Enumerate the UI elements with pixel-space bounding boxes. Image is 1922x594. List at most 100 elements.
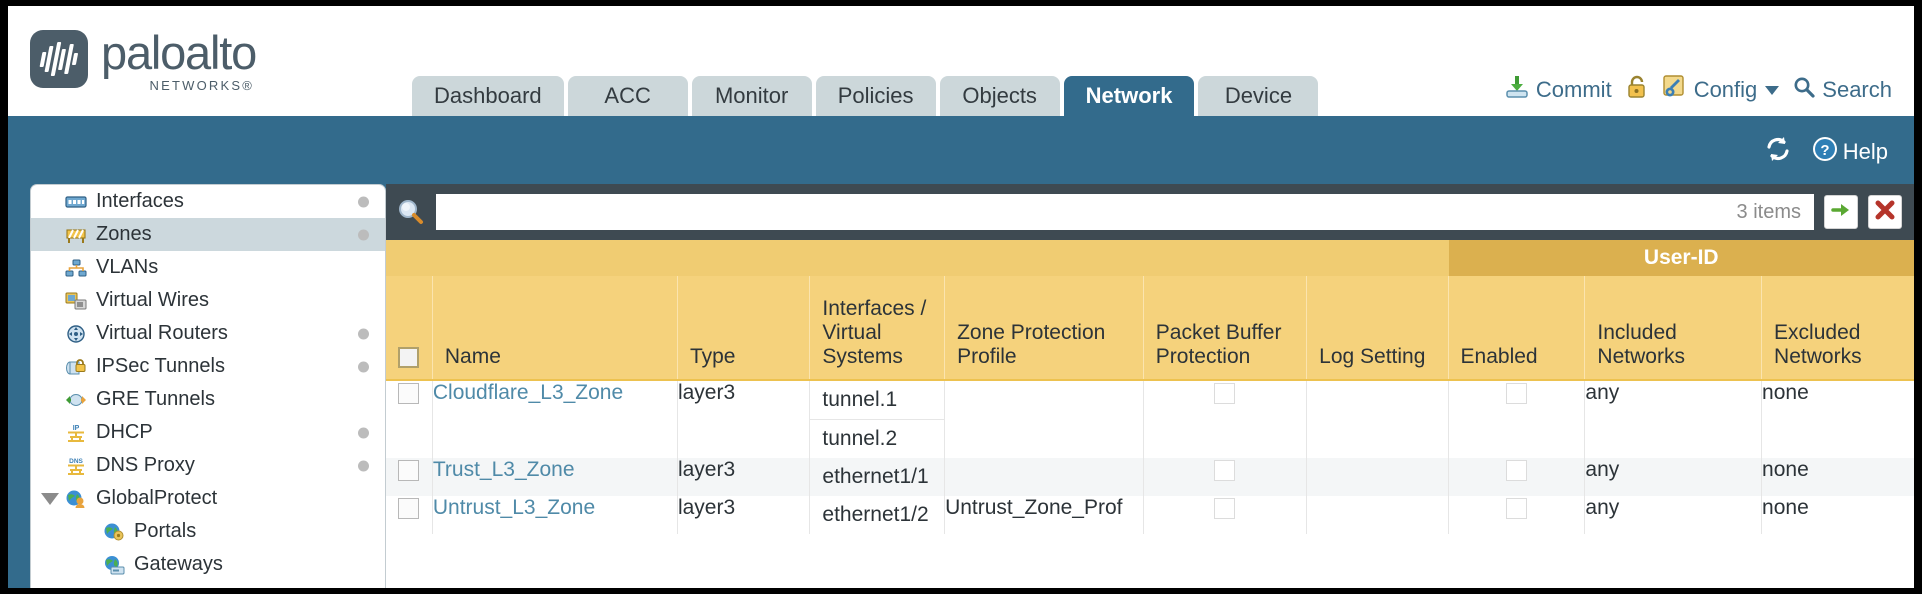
column-header-excluded-networks[interactable]: Excluded Networks xyxy=(1761,276,1914,381)
cell-log-setting xyxy=(1306,496,1449,534)
column-header-type[interactable]: Type xyxy=(676,276,810,381)
globalprotect-icon xyxy=(65,489,87,509)
utility-actions: ? Help xyxy=(1763,134,1888,169)
brand-logo[interactable]: paloalto NETWORKS® xyxy=(30,29,257,93)
config-label: Config xyxy=(1693,77,1758,102)
commit-button[interactable]: Commit xyxy=(1504,74,1612,106)
status-dot xyxy=(358,196,369,207)
help-label: Help xyxy=(1842,138,1888,164)
cell-interfaces: ethernet1/1 xyxy=(809,458,945,496)
userid-enabled-checkbox[interactable] xyxy=(1505,459,1527,481)
sidebar-item-interfaces[interactable]: Interfaces xyxy=(31,185,385,218)
tab-network[interactable]: Network xyxy=(1063,76,1195,116)
group-header-spacer xyxy=(386,240,1449,276)
sidebar-item-dhcp[interactable]: IP DHCP xyxy=(31,416,385,449)
help-button[interactable]: ? Help xyxy=(1811,135,1888,168)
sidebar-item-label: GlobalProtect xyxy=(96,487,218,509)
row-checkbox[interactable] xyxy=(398,497,420,519)
sidebar-item-vlans[interactable]: VLANs xyxy=(31,251,385,284)
commit-download-icon xyxy=(1504,74,1530,106)
search-button[interactable]: Search xyxy=(1792,75,1892,105)
interface-entry: ethernet1/2 xyxy=(822,503,929,526)
table-row[interactable]: Trust_L3_Zone layer3 ethernet1/1 xyxy=(386,458,1914,496)
cell-name: Untrust_L3_Zone xyxy=(431,496,678,534)
sidebar-item-ipsec-tunnels[interactable]: IPSec Tunnels xyxy=(31,350,385,383)
ipsec-tunnels-icon xyxy=(65,357,87,377)
sidebar-item-virtual-routers[interactable]: Virtual Routers xyxy=(31,317,385,350)
cell-zone-protection-profile xyxy=(944,380,1144,458)
row-select-cell[interactable] xyxy=(386,458,433,496)
sidebar-item-label: Interfaces xyxy=(96,190,184,212)
column-header-enabled[interactable]: Enabled xyxy=(1447,276,1585,381)
cell-packet-buffer-protection[interactable] xyxy=(1142,458,1307,496)
row-select-cell[interactable] xyxy=(386,496,433,534)
zone-link[interactable]: Trust_L3_Zone xyxy=(432,458,575,481)
cell-packet-buffer-protection[interactable] xyxy=(1142,380,1307,458)
packet-buffer-protection-checkbox[interactable] xyxy=(1214,459,1236,481)
tab-policies[interactable]: Policies xyxy=(815,76,936,116)
apply-filter-button[interactable] xyxy=(1824,195,1858,229)
row-select-cell[interactable] xyxy=(386,380,433,458)
cell-name: Trust_L3_Zone xyxy=(431,458,678,496)
cell-userid-enabled[interactable] xyxy=(1447,496,1585,534)
zone-link[interactable]: Cloudflare_L3_Zone xyxy=(432,381,624,404)
sidebar-item-gateways[interactable]: Gateways xyxy=(31,548,385,581)
sidebar-item-label: Zones xyxy=(96,223,152,245)
interfaces-icon xyxy=(65,192,87,212)
column-header-interfaces[interactable]: Interfaces / Virtual Systems xyxy=(809,276,945,381)
column-header-zone-protection-profile[interactable]: Zone Protection Profile xyxy=(944,276,1144,381)
search-magnifier-icon xyxy=(1792,75,1816,105)
column-header-included-networks[interactable]: Included Networks xyxy=(1584,276,1762,381)
search-magnifier-icon[interactable] xyxy=(396,197,426,227)
cell-userid-enabled[interactable] xyxy=(1447,458,1585,496)
cell-log-setting xyxy=(1306,380,1449,458)
userid-enabled-checkbox[interactable] xyxy=(1505,382,1527,404)
table-row[interactable]: Cloudflare_L3_Zone layer3 tunnel.1 tunne… xyxy=(386,380,1914,458)
column-header-name[interactable]: Name xyxy=(431,276,678,381)
tab-dashboard[interactable]: Dashboard xyxy=(412,76,564,116)
userid-enabled-checkbox[interactable] xyxy=(1505,497,1527,519)
config-menu[interactable]: Config xyxy=(1662,74,1780,106)
tab-acc[interactable]: ACC xyxy=(567,76,688,116)
clear-filter-button[interactable] xyxy=(1868,195,1902,229)
group-header-row: User-ID xyxy=(386,240,1914,276)
chevron-down-icon xyxy=(1765,85,1780,95)
sidebar-item-gre-tunnels[interactable]: GRE Tunnels xyxy=(31,383,385,416)
search-input[interactable]: 3 items xyxy=(436,194,1814,230)
cell-packet-buffer-protection[interactable] xyxy=(1142,496,1307,534)
select-all-checkbox[interactable] xyxy=(398,346,420,368)
sub-header-bar: ? Help xyxy=(8,116,1914,184)
expander-triangle-icon[interactable] xyxy=(41,492,59,505)
sidebar-item-globalprotect[interactable]: GlobalProtect xyxy=(31,482,385,515)
sidebar-item-label: Virtual Wires xyxy=(96,289,209,311)
brand-tagline: NETWORKS® xyxy=(149,78,255,93)
packet-buffer-protection-checkbox[interactable] xyxy=(1214,497,1236,519)
sidebar-item-label: Portals xyxy=(134,520,197,542)
search-label: Search xyxy=(1822,77,1892,102)
tab-monitor[interactable]: Monitor xyxy=(691,76,812,116)
lock-button[interactable] xyxy=(1625,74,1649,106)
sidebar-item-label: VLANs xyxy=(96,256,159,278)
zone-link[interactable]: Untrust_L3_Zone xyxy=(432,496,596,519)
top-bar: paloalto NETWORKS® Dashboard ACC Monitor… xyxy=(8,6,1914,116)
cell-excluded-networks: none xyxy=(1761,458,1914,496)
lock-icon xyxy=(1625,74,1649,106)
table-row[interactable]: Untrust_L3_Zone layer3 ethernet1/2 Untru… xyxy=(386,496,1914,534)
sidebar-item-dns-proxy[interactable]: DNS DNS Proxy xyxy=(31,449,385,482)
refresh-icon[interactable] xyxy=(1763,134,1793,169)
column-header-log-setting[interactable]: Log Setting xyxy=(1306,276,1449,381)
sidebar-item-zones[interactable]: Zones xyxy=(31,218,385,251)
tab-objects[interactable]: Objects xyxy=(939,76,1060,116)
sidebar-item-virtual-wires[interactable]: Virtual Wires xyxy=(31,284,385,317)
packet-buffer-protection-checkbox[interactable] xyxy=(1214,382,1236,404)
sidebar-item-portals[interactable]: Portals xyxy=(31,515,385,548)
row-checkbox[interactable] xyxy=(398,459,420,481)
help-question-icon: ? xyxy=(1811,135,1839,168)
column-header-packet-buffer-protection[interactable]: Packet Buffer Protection xyxy=(1142,276,1307,381)
select-all-header[interactable] xyxy=(386,276,433,381)
row-checkbox[interactable] xyxy=(398,382,420,404)
svg-text:IP: IP xyxy=(73,425,80,432)
status-dot xyxy=(358,361,369,372)
cell-userid-enabled[interactable] xyxy=(1447,380,1585,458)
tab-device[interactable]: Device xyxy=(1198,76,1319,116)
